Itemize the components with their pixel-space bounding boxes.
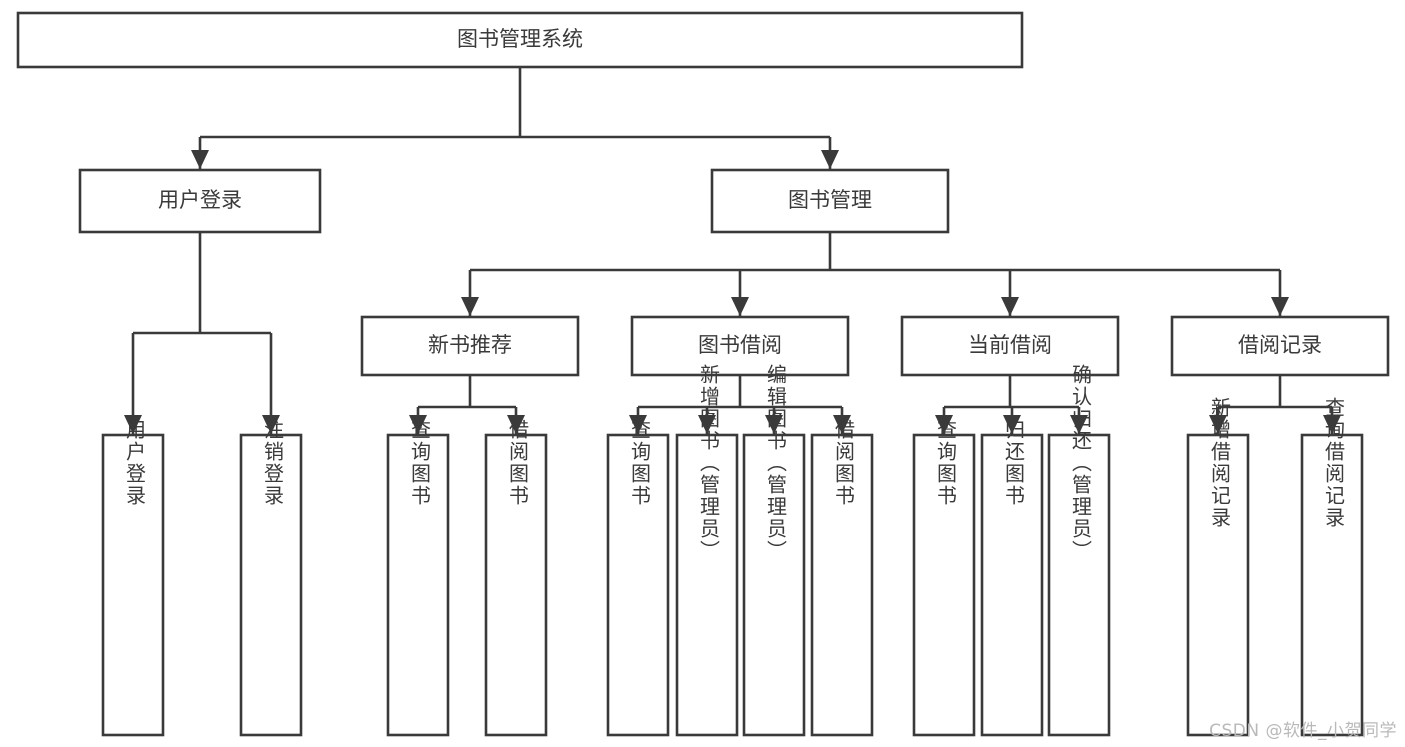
node-label: 借阅图书	[832, 419, 856, 507]
node-label: 借阅记录	[1238, 333, 1322, 357]
node-leaf-add-book[interactable]: 新增图书（管理员）	[675, 364, 739, 737]
node-new-book-rec[interactable]: 新书推荐	[360, 315, 580, 377]
node-leaf-confirm-return[interactable]: 确认归还（管理员）	[1047, 364, 1111, 737]
node-leaf-query-record[interactable]: 查询借阅记录	[1300, 397, 1364, 737]
node-leaf-add-record[interactable]: 新增借阅记录	[1186, 397, 1250, 737]
node-leaf-user-logout[interactable]: 注销登录	[239, 419, 303, 737]
edges-layer	[124, 67, 1341, 434]
node-label: 确认归还（管理员）	[1069, 364, 1093, 562]
node-borrow-record[interactable]: 借阅记录	[1170, 315, 1390, 377]
node-label: 用户登录	[123, 419, 147, 507]
node-label: 归还图书	[1002, 419, 1026, 507]
node-leaf-borrow-book-2[interactable]: 借阅图书	[810, 419, 874, 737]
node-label: 新书推荐	[428, 333, 512, 357]
node-book-borrow[interactable]: 图书借阅	[630, 315, 850, 377]
nodes-layer: 图书管理系统用户登录图书管理新书推荐图书借阅当前借阅借阅记录用户登录注销登录查询…	[16, 11, 1390, 737]
node-label: 用户登录	[158, 188, 242, 212]
node-leaf-query-book-1[interactable]: 查询图书	[386, 419, 450, 737]
watermark-text: CSDN @软件_小贺同学	[1209, 721, 1397, 741]
node-label: 新增借阅记录	[1208, 397, 1232, 529]
node-label: 图书借阅	[698, 333, 782, 357]
node-label: 图书管理系统	[457, 27, 583, 51]
node-label: 查询图书	[628, 419, 652, 507]
node-label: 查询图书	[934, 419, 958, 507]
node-label: 当前借阅	[968, 333, 1052, 357]
node-label: 新增图书（管理员）	[697, 364, 721, 562]
node-leaf-user-login[interactable]: 用户登录	[101, 419, 165, 737]
node-label: 借阅图书	[506, 419, 530, 507]
node-leaf-borrow-book-1[interactable]: 借阅图书	[484, 419, 548, 737]
node-label: 注销登录	[261, 419, 285, 507]
node-label: 查询借阅记录	[1322, 397, 1346, 529]
node-current-borrow[interactable]: 当前借阅	[900, 315, 1120, 377]
node-book-manage[interactable]: 图书管理	[710, 168, 950, 234]
node-leaf-edit-book[interactable]: 编辑图书（管理员）	[742, 364, 806, 737]
node-leaf-query-book-3[interactable]: 查询图书	[912, 419, 976, 737]
node-label: 图书管理	[788, 188, 872, 212]
node-leaf-return-book[interactable]: 归还图书	[980, 419, 1044, 737]
node-root-图书管理系统[interactable]: 图书管理系统	[16, 11, 1024, 69]
node-user-login[interactable]: 用户登录	[78, 168, 322, 234]
node-label: 查询图书	[408, 419, 432, 507]
node-label: 编辑图书（管理员）	[764, 364, 788, 562]
node-leaf-query-book-2[interactable]: 查询图书	[606, 419, 670, 737]
